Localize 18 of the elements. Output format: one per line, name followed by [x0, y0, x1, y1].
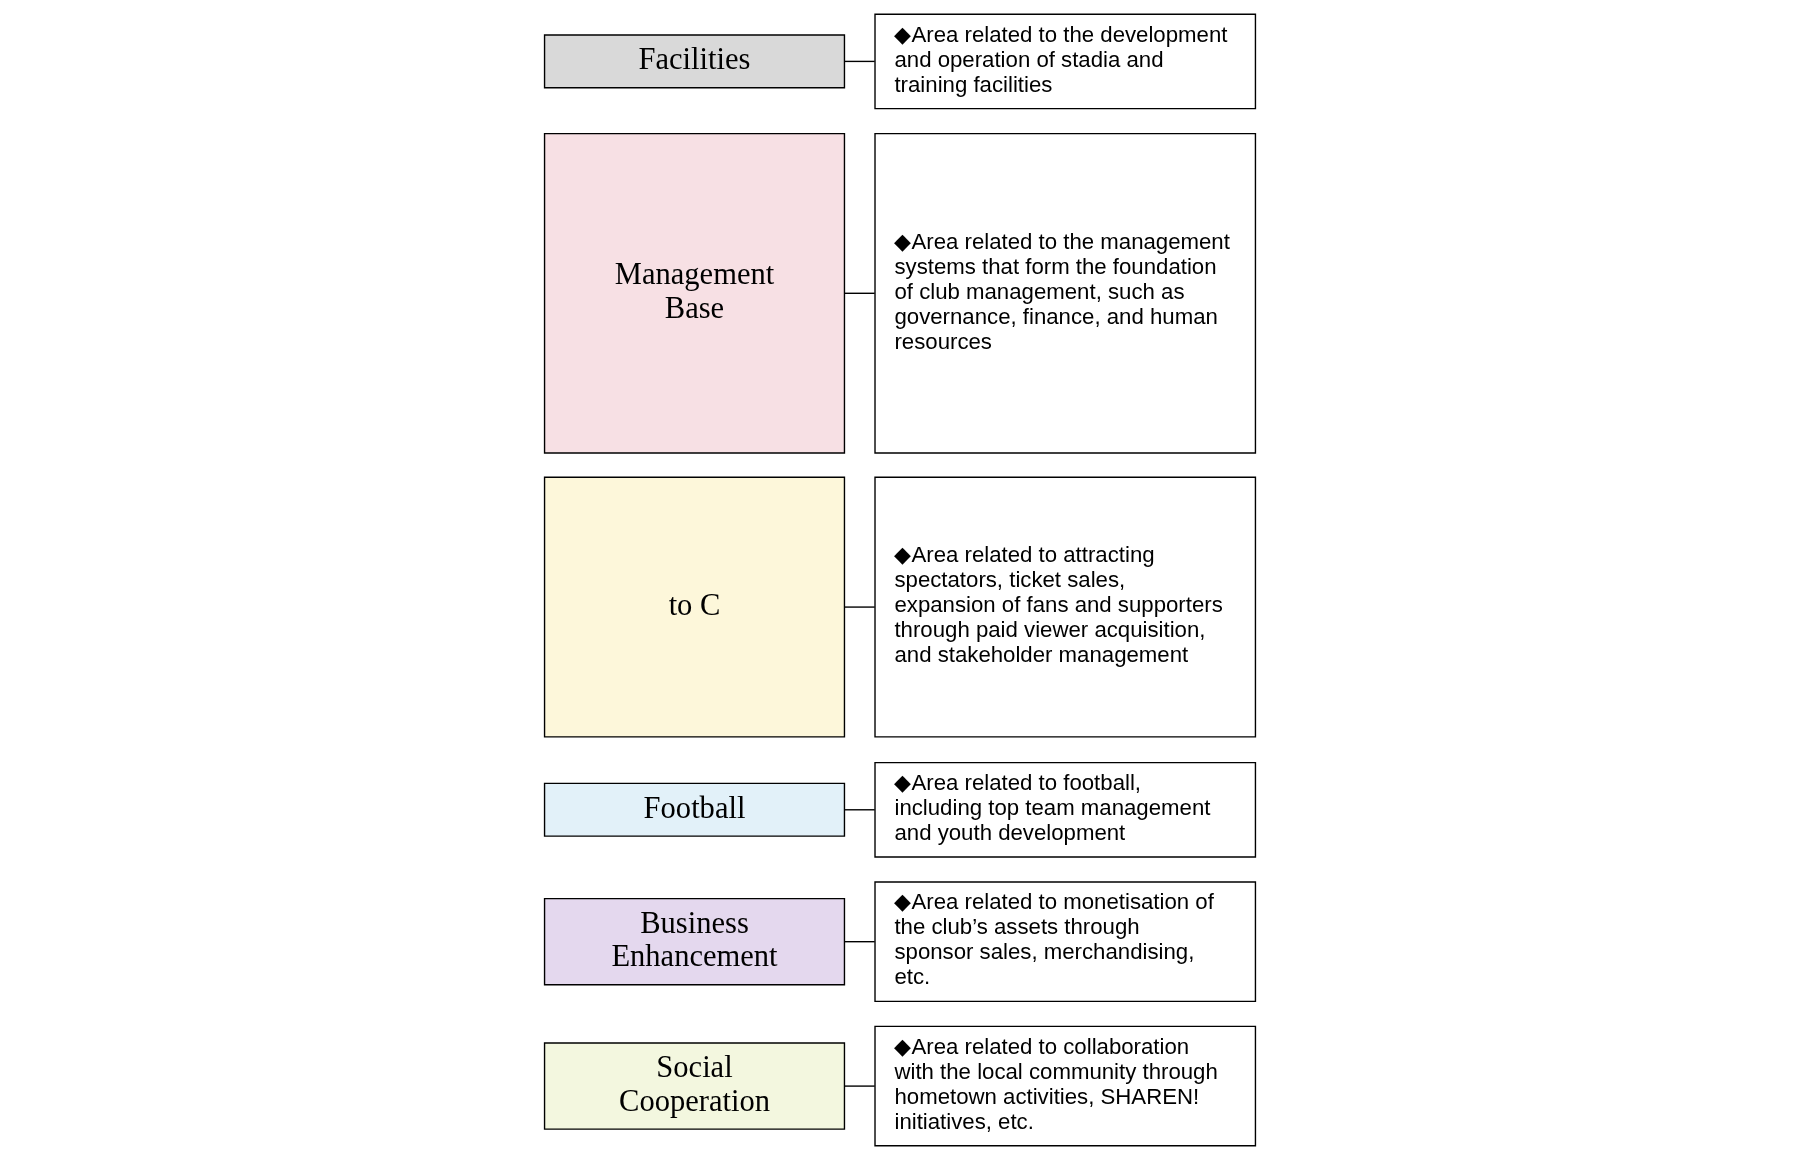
node-box: ◆Area related to the management systems that form the foundation of club management, such as governance, finance, and human resources [873, 132, 1256, 454]
node-box: Facilities [543, 34, 845, 89]
connector [843, 941, 875, 943]
connector [843, 292, 875, 294]
connector [843, 606, 875, 608]
node-box: to C [543, 476, 845, 738]
node-box: ◆Area related to collaboration with the local community through hometown activities, SHAREN! initiatives, etc. [873, 1025, 1256, 1147]
node-box: ◆Area related to attracting spectators, ticket sales, expansion of fans and supporters through paid viewer acquisition, and stakeholder management [873, 476, 1256, 738]
node-box: ◆Area related to monetisation of the club’s assets through sponsor sales, merchandising, etc. [873, 881, 1256, 1003]
node-box: Business Enhancement [543, 897, 845, 986]
node-box: Social Cooperation [543, 1042, 845, 1130]
node-box: ◆Area related to football, including top team management and youth development [873, 761, 1256, 858]
node-box: ◆Area related to the development and operation of stadia and training facilities [873, 13, 1256, 110]
connector [843, 60, 875, 63]
node-box: Football [543, 782, 845, 837]
connector [843, 809, 875, 811]
node-box: Management Base [543, 132, 845, 454]
connector [843, 1085, 875, 1087]
